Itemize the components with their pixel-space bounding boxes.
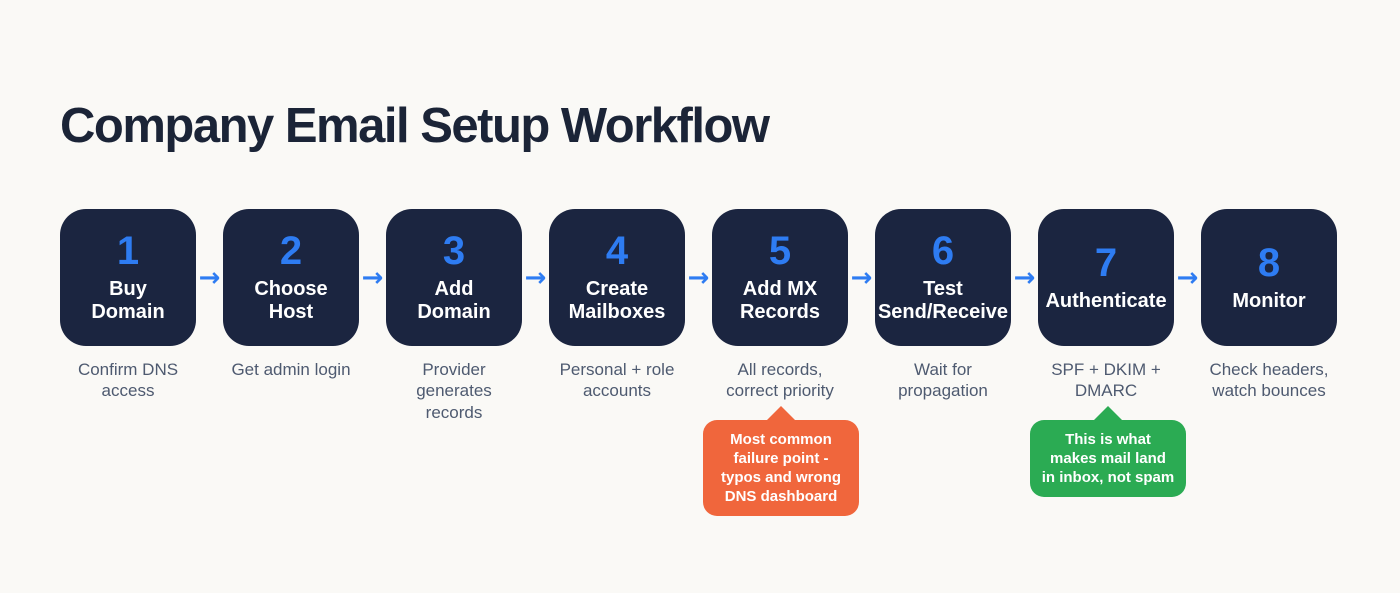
- step-6-number: 6: [931, 229, 955, 273]
- step-3: 3 Add Domain Provider generates records: [386, 209, 522, 423]
- step-7-number: 7: [1094, 240, 1118, 285]
- callout-warning-text: Most common failure point - typos and wr…: [703, 420, 859, 516]
- step-6: 6 Test Send/Receive Wait for propagation: [875, 209, 1011, 402]
- callout-success-text: This is what makes mail land in inbox, n…: [1030, 420, 1186, 497]
- step-7: 7 Authenticate SPF + DKIM + DMARC: [1038, 209, 1174, 402]
- step-5-label: Add MX Records: [739, 278, 821, 323]
- flow-arrow-icon: →: [1176, 262, 1199, 293]
- step-4: 4 Create Mailboxes Personal + role accou…: [549, 209, 685, 402]
- flow-arrow-icon: →: [524, 262, 547, 293]
- step-1-number: 1: [116, 229, 140, 273]
- flow-arrow-icon: →: [850, 262, 873, 293]
- step-7-label: Authenticate: [1045, 289, 1167, 312]
- step-8-label: Monitor: [1232, 289, 1306, 312]
- step-1-card: 1 Buy Domain: [60, 209, 196, 346]
- flow-arrow-icon: →: [361, 262, 384, 293]
- callout-pointer-icon: [767, 406, 795, 420]
- step-3-number: 3: [442, 229, 466, 273]
- flow-arrow-icon: →: [687, 262, 710, 293]
- step-3-card: 3 Add Domain: [386, 209, 522, 346]
- step-3-subtitle: Provider generates records: [416, 360, 492, 422]
- step-4-card: 4 Create Mailboxes: [549, 209, 685, 346]
- step-1-label: Buy Domain: [91, 278, 165, 323]
- step-8: 8 Monitor Check headers, watch bounces: [1201, 209, 1337, 402]
- callout-pointer-icon: [1094, 406, 1122, 420]
- flow-arrow-icon: →: [198, 262, 221, 293]
- flow-arrow-icon: →: [1013, 262, 1036, 293]
- step-7-card: 7 Authenticate: [1038, 209, 1174, 346]
- page-title: Company Email Setup Workflow: [60, 99, 770, 153]
- step-8-card: 8 Monitor: [1201, 209, 1337, 346]
- step-5-card: 5 Add MX Records: [712, 209, 848, 346]
- step-5-subtitle: All records, correct priority: [726, 360, 834, 401]
- step-6-subtitle: Wait for propagation: [898, 360, 988, 401]
- step-3-label: Add Domain: [417, 278, 491, 323]
- step-8-subtitle: Check headers, watch bounces: [1209, 360, 1329, 401]
- step-8-number: 8: [1257, 240, 1281, 285]
- step-6-label: Test Send/Receive: [877, 278, 1009, 323]
- workflow-steps-row: 1 Buy Domain Confirm DNS access → 2 Choo…: [60, 209, 1337, 423]
- step-4-number: 4: [605, 229, 629, 273]
- step-1: 1 Buy Domain Confirm DNS access: [60, 209, 196, 402]
- step-5-number: 5: [768, 229, 792, 273]
- step-2-card: 2 Choose Host: [223, 209, 359, 346]
- step-1-subtitle: Confirm DNS access: [77, 360, 179, 401]
- callout-success: This is what makes mail land in inbox, n…: [1030, 406, 1186, 497]
- step-4-label: Create Mailboxes: [568, 278, 666, 323]
- step-7-subtitle: SPF + DKIM + DMARC: [1051, 360, 1161, 401]
- step-2: 2 Choose Host Get admin login: [223, 209, 359, 380]
- step-2-subtitle: Get admin login: [231, 360, 351, 379]
- step-2-number: 2: [279, 229, 303, 273]
- callout-warning: Most common failure point - typos and wr…: [703, 406, 859, 516]
- step-6-card: 6 Test Send/Receive: [875, 209, 1011, 346]
- step-2-label: Choose Host: [254, 278, 328, 323]
- step-4-subtitle: Personal + role accounts: [559, 360, 675, 401]
- step-5: 5 Add MX Records All records, correct pr…: [712, 209, 848, 402]
